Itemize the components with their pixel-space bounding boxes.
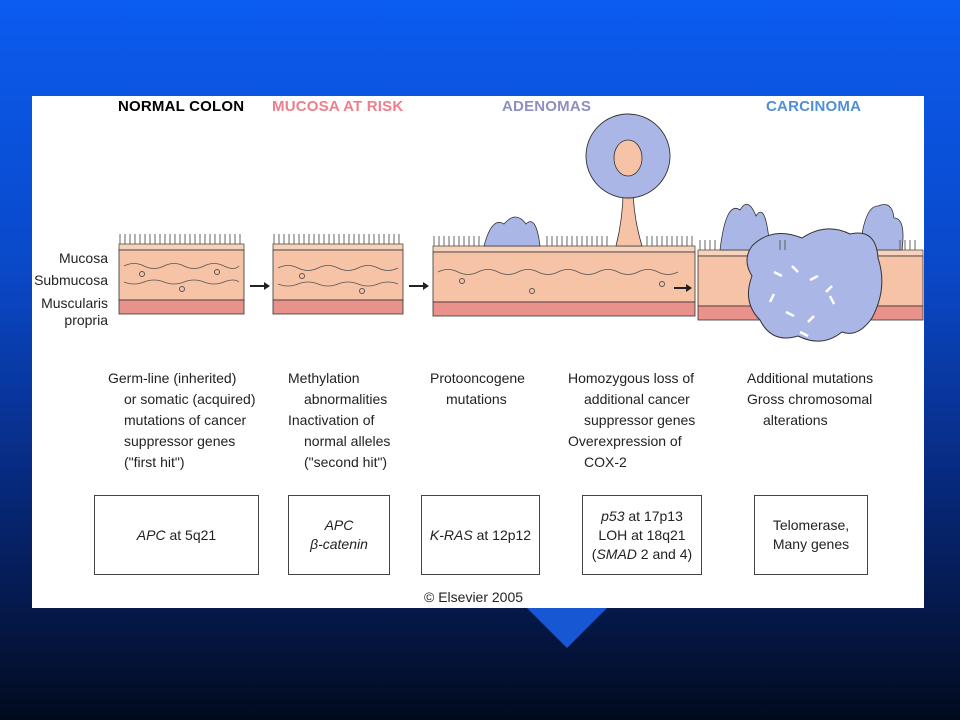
desc-line: Additional mutations [747,370,874,386]
gene-name: β-catenin [310,536,368,552]
tissue-illustration [118,113,924,342]
gene-box-line: Many genes [772,536,850,552]
desc-line: additional cancer [584,391,690,407]
desc-line: suppressor genes [584,412,696,428]
stage-normal-colon: NORMAL COLON [118,98,245,115]
desc-line: Homozygous loss of [568,370,695,386]
gene-box-apc: APC at 5q21 [94,495,259,575]
copyright-notice: © Elsevier 2005 [424,589,524,605]
desc-line: mutations [446,391,507,407]
layer-label-muscularis: Muscularis propria [41,295,108,329]
desc-homozygous-loss: Homozygous loss of additional cancer sup… [568,368,695,473]
gene-name: p53 [601,507,625,524]
gene-locus: 2 and 4) [636,545,693,562]
layer-label-mucosa: Mucosa [58,250,108,266]
gene-box-line: (SMAD 2 and 4) [592,545,692,564]
gene-name: APC [324,517,354,533]
desc-line: Inactivation of [288,412,375,428]
desc-line: suppressor genes [124,433,236,449]
gene-box-line: LOH at 18q21 [598,526,686,543]
layer-label-muscularis-line1: Muscularis [41,295,108,311]
down-arrow-icon [527,608,607,648]
desc-line: Overexpression of [568,433,682,449]
desc-line: COX-2 [584,454,627,470]
desc-methylation: Methylation abnormalities Inactivation o… [288,368,390,473]
gene-name: APC [136,526,166,543]
desc-line: ("second hit") [304,454,388,470]
desc-line: Gross chromosomal [747,391,873,407]
gene-name: K-RAS [429,526,473,543]
mucosal-villi [119,234,916,250]
tissue-carcinoma [697,203,924,342]
stage-adenomas: ADENOMAS [502,98,592,115]
desc-line: Germ-line (inherited) [108,370,237,386]
colon-cancer-figure: NORMAL COLON MUCOSA AT RISK ADENOMAS CAR… [32,96,924,608]
gene-box-apc-catenin: APC β-catenin [288,495,390,575]
desc-line: mutations of cancer [124,412,247,428]
tissue-normal-colon [118,243,245,315]
desc-line: ("first hit") [124,454,185,470]
gene-box-line: K-RAS at 12p12 [430,526,531,545]
desc-protooncogene: Protooncogene mutations [430,368,525,410]
gene-box-line: p53 at 17p13 [601,507,683,526]
desc-line: normal alleles [304,433,391,449]
desc-line: Protooncogene [430,370,525,386]
desc-additional-mutations: Additional mutations Gross chromosomal a… [747,368,873,431]
tissue-adenomas [432,113,696,317]
layer-label-submucosa: Submucosa [34,272,108,288]
desc-line: alterations [763,412,828,428]
gene-box-line: APC at 5q21 [137,526,216,545]
stage-mucosa-at-risk: MUCOSA AT RISK [272,98,404,115]
desc-line: Methylation [288,370,360,386]
gene-name: SMAD [596,545,637,562]
layer-label-muscularis-line2: propria [64,312,108,328]
stage-carcinoma: CARCINOMA [766,98,862,115]
gene-box-p53: p53 at 17p13 LOH at 18q21 (SMAD 2 and 4) [582,495,702,575]
desc-line: abnormalities [304,391,388,407]
desc-germline: Germ-line (inherited) or somatic (acquir… [108,368,256,473]
progression-arrows [250,282,692,292]
gene-locus: at 12p12 [472,526,532,543]
gene-box-telomerase: Telomerase, Many genes [754,495,868,575]
paren: ( [591,545,597,562]
gene-box-kras: K-RAS at 12p12 [421,495,540,575]
gene-box-line: Telomerase, [772,517,850,533]
desc-line: or somatic (acquired) [124,391,256,407]
gene-locus: at 17p13 [624,507,683,524]
tissue-mucosa-at-risk [272,243,404,315]
gene-locus: at 5q21 [165,526,217,543]
